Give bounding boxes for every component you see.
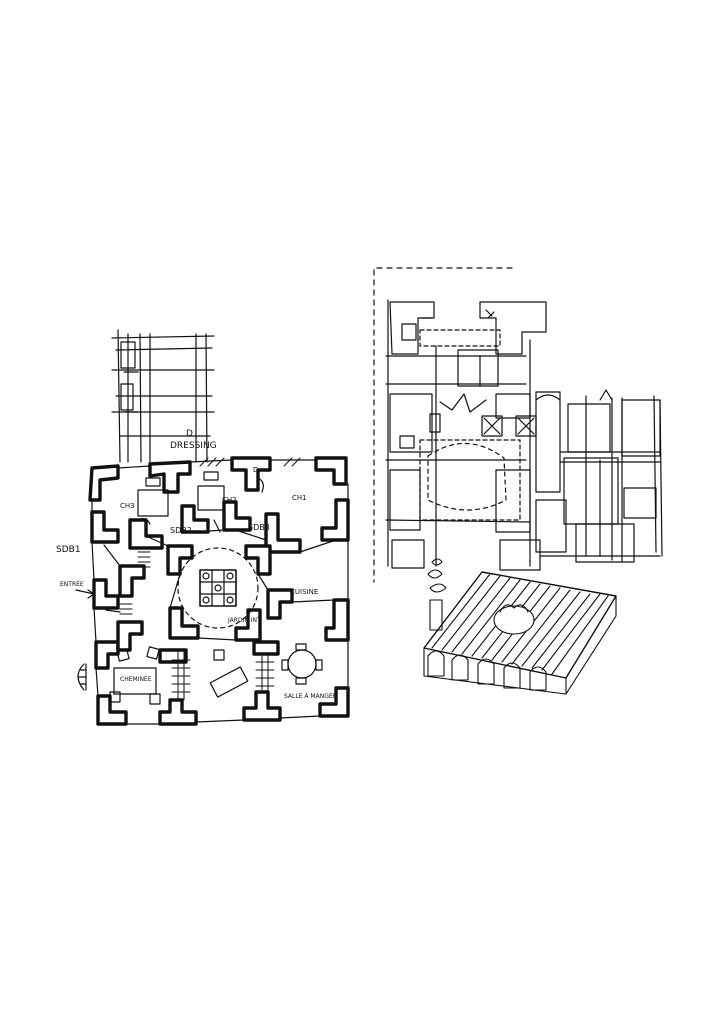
bed-ch2 — [197, 485, 225, 511]
label-entree: ENTRÉE — [60, 580, 84, 588]
label-ch3: CH3 — [120, 502, 135, 510]
label-ch2: CH2 — [222, 496, 237, 504]
axonometric-sketch — [423, 558, 617, 695]
courtyard-ring — [177, 547, 259, 629]
label-jardin: JARDIN INT — [227, 617, 261, 624]
plan-labels: D DRESSING CH3 CH2 CH1 D SDB2 SDB3 SDB1 … — [56, 429, 337, 700]
label-dressing: DRESSING — [170, 441, 217, 451]
outer-walls — [88, 456, 350, 726]
dressing-annex — [111, 329, 215, 463]
ch-d-mark: D — [253, 466, 258, 474]
interior-walls — [103, 500, 337, 664]
courtyard-planter-grid — [199, 569, 237, 607]
label-salle-manger: SALLE À MANGER — [284, 693, 337, 700]
label-cheminee: CHEMINÉE — [120, 675, 152, 683]
stairs — [119, 551, 275, 701]
label-cuisine: CUISINE — [290, 588, 318, 596]
dressing-mark: D — [186, 429, 193, 439]
label-sdb1: SDB1 — [56, 545, 81, 555]
furniture — [75, 471, 323, 705]
floor-plan: D DRESSING CH3 CH2 CH1 D SDB2 SDB3 SDB1 … — [56, 329, 350, 726]
dining-table — [287, 649, 317, 679]
label-sdb3: SDB3 — [248, 523, 270, 532]
label-ch1: CH1 — [292, 494, 307, 502]
site-plan — [373, 267, 663, 583]
label-sdb2: SDB2 — [170, 526, 192, 535]
bed-ch3 — [137, 489, 169, 517]
